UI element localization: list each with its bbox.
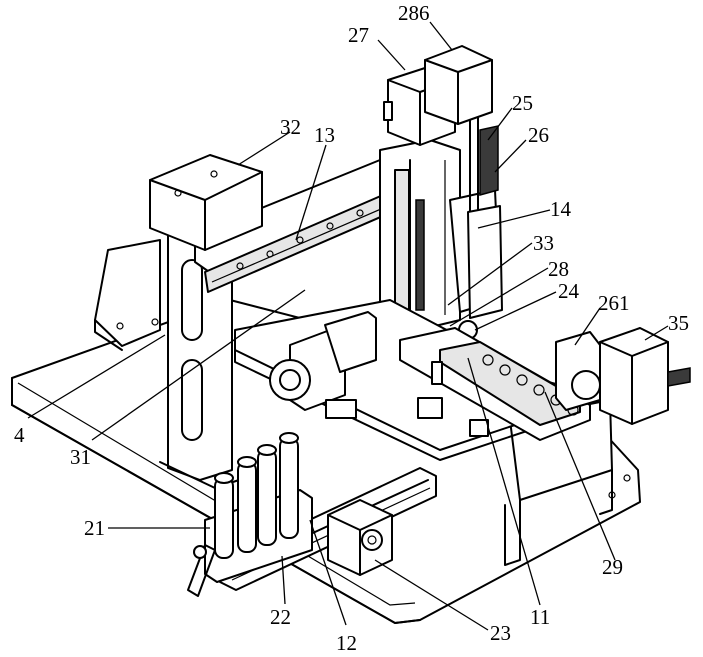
callout-26: 26: [528, 123, 549, 147]
callout-29: 29: [602, 555, 623, 579]
callout-35: 35: [668, 311, 689, 335]
callout-31: 31: [70, 445, 91, 469]
callout-13: 13: [314, 123, 335, 147]
callout-286: 286: [398, 1, 430, 25]
motor-35: [600, 328, 690, 424]
callout-22: 22: [270, 605, 291, 629]
callout-25: 25: [512, 91, 533, 115]
callout-24: 24: [558, 279, 580, 303]
callout-32: 32: [280, 115, 301, 139]
callout-261: 261: [598, 291, 630, 315]
callout-23: 23: [490, 621, 511, 645]
callout-11: 11: [530, 605, 550, 629]
callout-33: 33: [533, 231, 554, 255]
stepper-motor-23: [328, 500, 392, 575]
gripper-bracket-261: [556, 332, 600, 410]
callout-27: 27: [348, 23, 369, 47]
callout-12: 12: [336, 631, 357, 655]
motor-286: [425, 46, 492, 124]
callout-21: 21: [84, 516, 105, 540]
rear-sub-plate: [95, 240, 160, 350]
callout-14: 14: [550, 197, 572, 221]
callout-28: 28: [548, 257, 569, 281]
callout-4: 4: [14, 423, 25, 447]
